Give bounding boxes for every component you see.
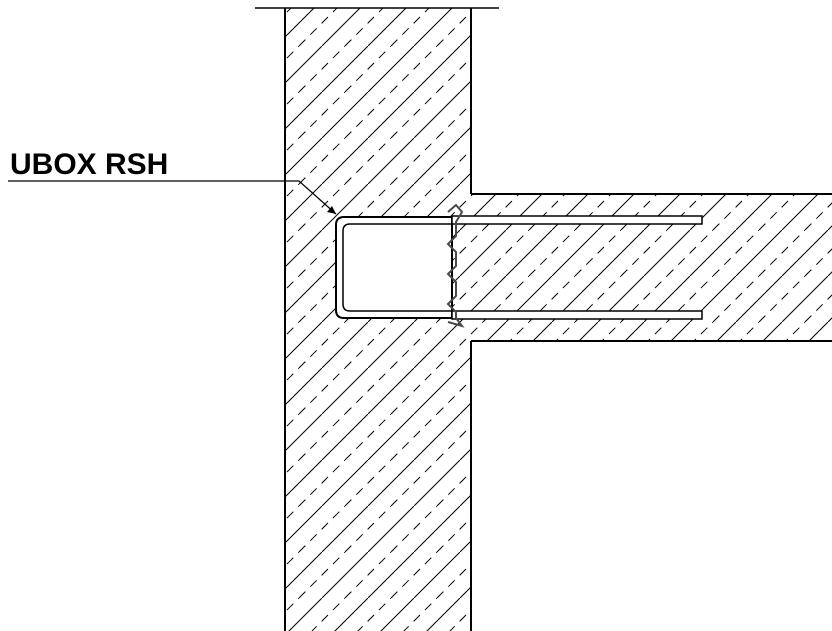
callout-leader [8, 180, 337, 215]
rebar-lower [451, 310, 703, 320]
keyed-joint-profile [446, 203, 465, 328]
rebar-upper [451, 215, 703, 225]
ubox-rsh-label: UBOX RSH [10, 148, 168, 181]
concrete-wall [284, 8, 472, 631]
ubox-profile [335, 216, 453, 319]
